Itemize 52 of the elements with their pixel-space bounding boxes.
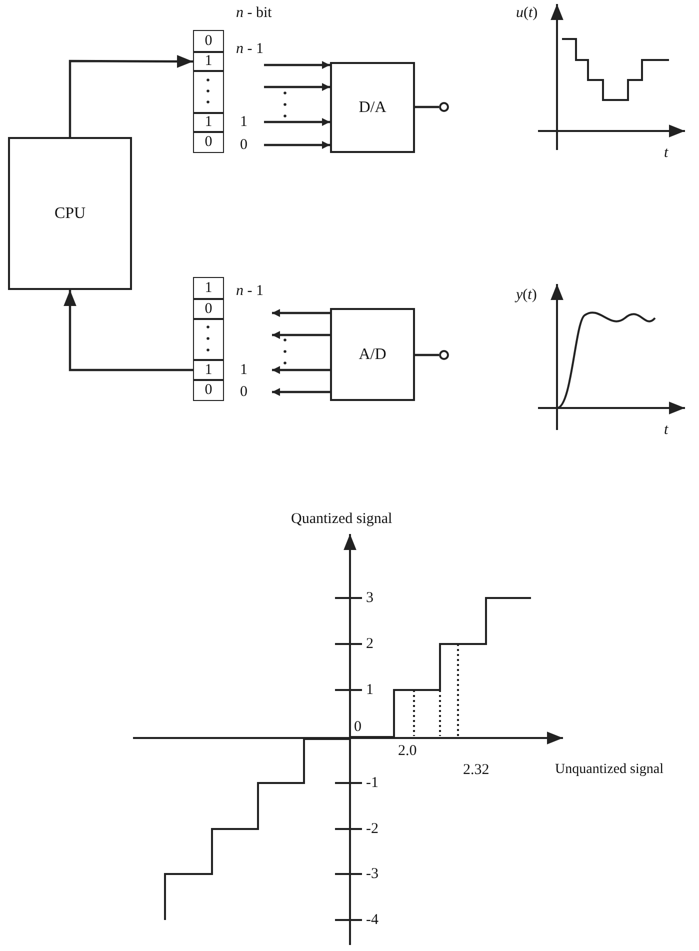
tick-label: 2 <box>366 637 374 652</box>
bit-cell <box>193 71 224 113</box>
arrow <box>264 118 330 126</box>
arrow <box>272 309 330 317</box>
bit-cell: 0 <box>193 132 224 153</box>
tick-label: -1 <box>366 776 378 791</box>
register-box <box>193 30 224 153</box>
bit-cell: 1 <box>193 360 224 380</box>
terminal-circle <box>439 350 449 360</box>
arrow <box>272 331 330 339</box>
converter-box: D/A <box>330 62 415 153</box>
bit-cell <box>193 319 224 360</box>
bit-label: 1 <box>240 115 248 130</box>
axis-label: u(t) <box>516 6 538 21</box>
bit-label: 0 <box>240 138 248 153</box>
bit-cell: 1 <box>193 52 224 71</box>
bit-width-label: n - bit <box>236 6 272 21</box>
bit-label: 0 <box>240 385 248 400</box>
register-box <box>193 277 224 401</box>
arrow <box>264 141 330 149</box>
axis-label: t <box>664 423 668 438</box>
tick-label: 0 <box>354 720 362 735</box>
bit-cell: 0 <box>193 299 224 319</box>
axis-label: Unquantized signal <box>555 763 664 777</box>
bit-cell: 1 <box>193 277 224 299</box>
arrow <box>272 388 330 396</box>
bit-label: 1 <box>240 363 248 378</box>
tick-label: -2 <box>366 822 378 837</box>
arrow <box>68 55 193 137</box>
bit-cell: 1 <box>193 113 224 132</box>
connector-line <box>415 354 439 356</box>
tick-label: 2.0 <box>398 744 417 759</box>
tick-label: -3 <box>366 867 378 882</box>
bit-label: n - 1 <box>236 284 264 299</box>
tick-label: 3 <box>366 591 374 606</box>
connector-line <box>415 106 439 108</box>
bit-cell: 0 <box>193 30 224 52</box>
arrow <box>272 366 330 374</box>
arrow <box>264 83 330 91</box>
process-box: CPU <box>8 137 132 290</box>
tick-label: 2.32 <box>463 763 490 778</box>
axis-label: t <box>664 146 668 161</box>
converter-box: A/D <box>330 308 415 401</box>
axis-label: y(t) <box>516 288 537 303</box>
tick-label: -4 <box>366 913 378 928</box>
bit-cell: 0 <box>193 380 224 401</box>
tick-label: 1 <box>366 683 374 698</box>
bit-label: n - 1 <box>236 42 264 57</box>
axis-label: Quantized signal <box>291 512 392 527</box>
terminal-circle <box>439 102 449 112</box>
arrow <box>264 61 330 69</box>
arrow <box>64 290 193 372</box>
